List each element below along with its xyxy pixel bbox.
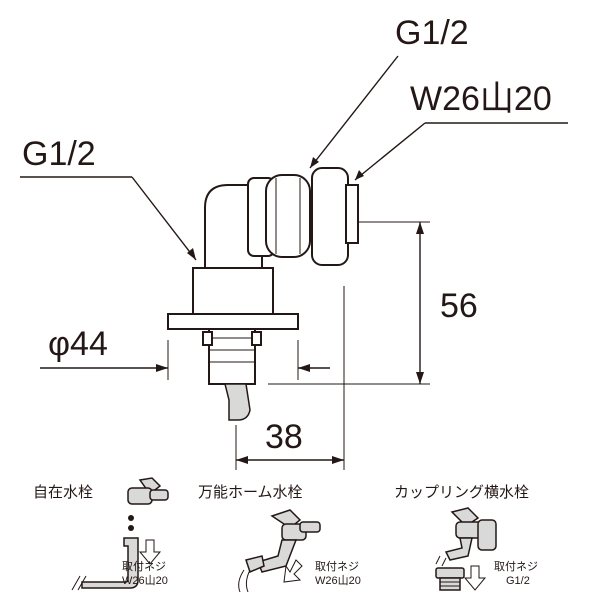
faucet-bannou-home: 万能ホーム水栓 取付ネジ W26山20 xyxy=(198,484,361,593)
faucet-name: 万能ホーム水栓 xyxy=(198,484,303,501)
mount-note: 取付ネジ xyxy=(494,560,538,573)
mount-thread: W26山20 xyxy=(315,574,361,587)
faucet-name: 自在水栓 xyxy=(33,484,93,501)
faucet-icon xyxy=(238,509,321,593)
faucet-coupling-yoko: カップリング横水栓 取付ネジ G1/2 xyxy=(394,484,538,591)
mount-note: 取付ネジ xyxy=(122,560,166,573)
outlet-thread-label: W26山20 xyxy=(410,80,552,118)
mount-note: 取付ネジ xyxy=(315,560,359,573)
depth-label: 38 xyxy=(265,418,303,456)
down-arrow-icon xyxy=(463,565,487,591)
faucet-jizai: 自在水栓 取付ネジ W26山20 xyxy=(33,477,169,591)
faucet-icon xyxy=(435,507,497,591)
down-left-arrow-icon xyxy=(283,559,303,583)
down-arrow-icon xyxy=(138,539,162,565)
leader-lines xyxy=(20,55,568,261)
left-thread-label: G1/2 xyxy=(22,135,96,173)
mount-thread: G1/2 xyxy=(506,575,530,587)
elbow-adapter-drawing xyxy=(167,167,359,421)
diameter-label: φ44 xyxy=(48,325,108,363)
faucet-name: カップリング横水栓 xyxy=(394,484,529,501)
height-label: 56 xyxy=(440,287,478,325)
dimension-lines xyxy=(40,221,430,470)
top-thread-label: G1/2 xyxy=(395,14,469,52)
faucet-icon xyxy=(71,477,169,591)
mount-thread: W26山20 xyxy=(122,574,168,587)
